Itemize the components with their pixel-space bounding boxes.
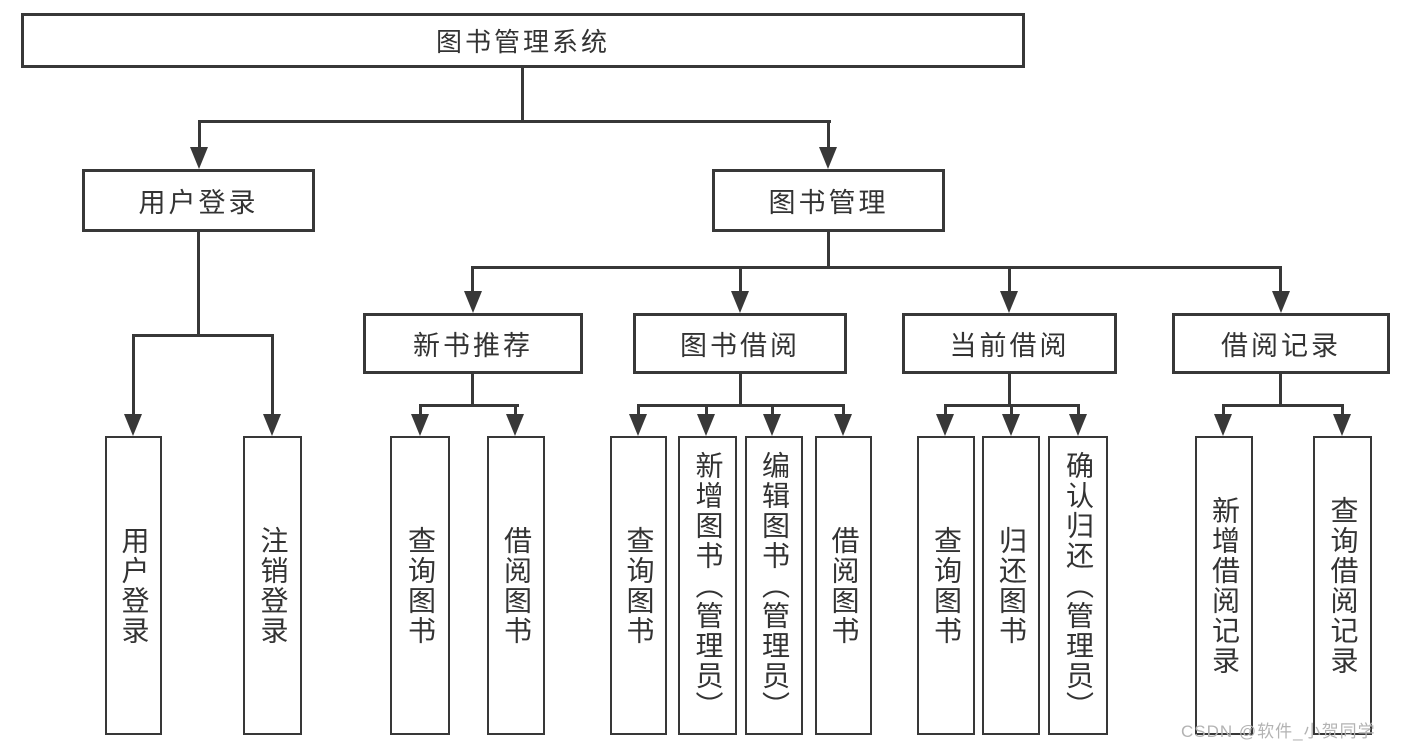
arrowhead [124, 414, 142, 436]
node-library-management-system: 图书管理系统 [21, 13, 1025, 68]
watermark: CSDN @软件_小贺同学 [1181, 722, 1376, 741]
leaf-borrow-books: 借阅图书 [487, 436, 545, 735]
connector [471, 373, 474, 407]
connector [705, 404, 708, 416]
connector [1222, 404, 1344, 407]
arrowhead [263, 414, 281, 436]
connector [514, 404, 517, 416]
leaf-query-books: 查询图书 [390, 436, 450, 735]
leaf-query-books: 查询图书 [610, 436, 667, 735]
connector [637, 404, 640, 416]
connector [419, 404, 519, 407]
connector [1222, 404, 1225, 416]
leaf-return-books: 归还图书 [982, 436, 1040, 735]
node-user-login: 用户登录 [82, 169, 315, 232]
leaf-query-borrow-record: 查询借阅记录 [1313, 436, 1372, 735]
node-book-management: 图书管理 [712, 169, 945, 232]
connector [198, 120, 201, 149]
connector [827, 232, 830, 269]
arrowhead [1000, 291, 1018, 313]
connector [471, 266, 1282, 269]
connector [827, 120, 830, 149]
leaf-logout: 注销登录 [243, 436, 302, 735]
node-borrowing-records: 借阅记录 [1172, 313, 1390, 374]
connector [1008, 266, 1011, 293]
arrowhead [506, 414, 524, 436]
arrowhead [1002, 414, 1020, 436]
connector [739, 266, 742, 293]
node-current-borrowing: 当前借阅 [902, 313, 1117, 374]
arrowhead [936, 414, 954, 436]
connector [198, 120, 831, 123]
connector [771, 404, 774, 416]
connector [1010, 404, 1013, 416]
connector [944, 404, 947, 416]
arrowhead [819, 147, 837, 169]
leaf-query-books: 查询图书 [917, 436, 975, 735]
connector [1279, 266, 1282, 293]
arrowhead [1272, 291, 1290, 313]
arrowhead [1214, 414, 1232, 436]
arrowhead [629, 414, 647, 436]
leaf-borrow-books: 借阅图书 [815, 436, 872, 735]
leaf-user-login: 用户登录 [105, 436, 162, 735]
arrowhead [763, 414, 781, 436]
connector [271, 334, 274, 416]
arrowhead [1069, 414, 1087, 436]
connector [637, 404, 845, 407]
arrowhead [697, 414, 715, 436]
connector [1008, 374, 1011, 407]
connector [419, 404, 422, 416]
arrowhead [731, 291, 749, 313]
node-new-book-recommendation: 新书推荐 [363, 313, 583, 374]
leaf-add-borrow-record: 新增借阅记录 [1195, 436, 1253, 735]
arrowhead [834, 414, 852, 436]
arrowhead [464, 291, 482, 313]
arrowhead [411, 414, 429, 436]
arrowhead [190, 147, 208, 169]
connector [1077, 404, 1080, 416]
connector [132, 334, 135, 416]
connector [132, 334, 274, 337]
node-book-borrowing: 图书借阅 [633, 313, 847, 374]
connector [1341, 404, 1344, 416]
arrowhead [1333, 414, 1351, 436]
connector [1279, 373, 1282, 407]
connector [842, 404, 845, 416]
connector [521, 68, 524, 120]
connector [471, 266, 474, 293]
leaf-confirm-return-admin: 确认归还（管理员） [1048, 436, 1108, 735]
connector [739, 374, 742, 407]
connector [197, 232, 200, 336]
leaf-add-books-admin: 新增图书（管理员） [678, 436, 737, 735]
leaf-edit-books-admin: 编辑图书（管理员） [745, 436, 803, 735]
